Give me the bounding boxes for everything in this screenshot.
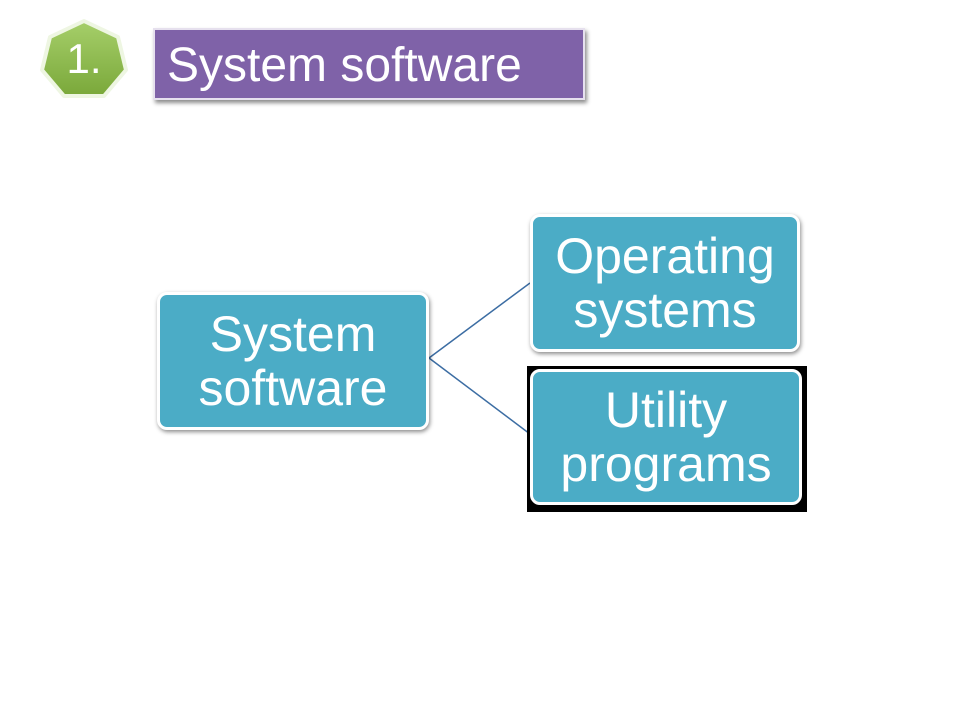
- connector-to-operating-systems: [428, 282, 531, 359]
- node-label: System software: [198, 306, 388, 416]
- slide-number-badge: 1.: [38, 18, 130, 100]
- connector-to-utility-programs: [428, 357, 531, 435]
- node-operating-systems[interactable]: Operating systems: [530, 214, 800, 352]
- node-utility-programs[interactable]: Utility programs: [530, 369, 802, 505]
- slide-number: 1.: [66, 35, 102, 82]
- node-system-software[interactable]: System software: [157, 292, 429, 430]
- node-label: Utility programs: [560, 382, 772, 492]
- slide-title: System software: [153, 28, 585, 100]
- node-label: Operating systems: [555, 228, 775, 338]
- heptagon-icon: [40, 19, 128, 98]
